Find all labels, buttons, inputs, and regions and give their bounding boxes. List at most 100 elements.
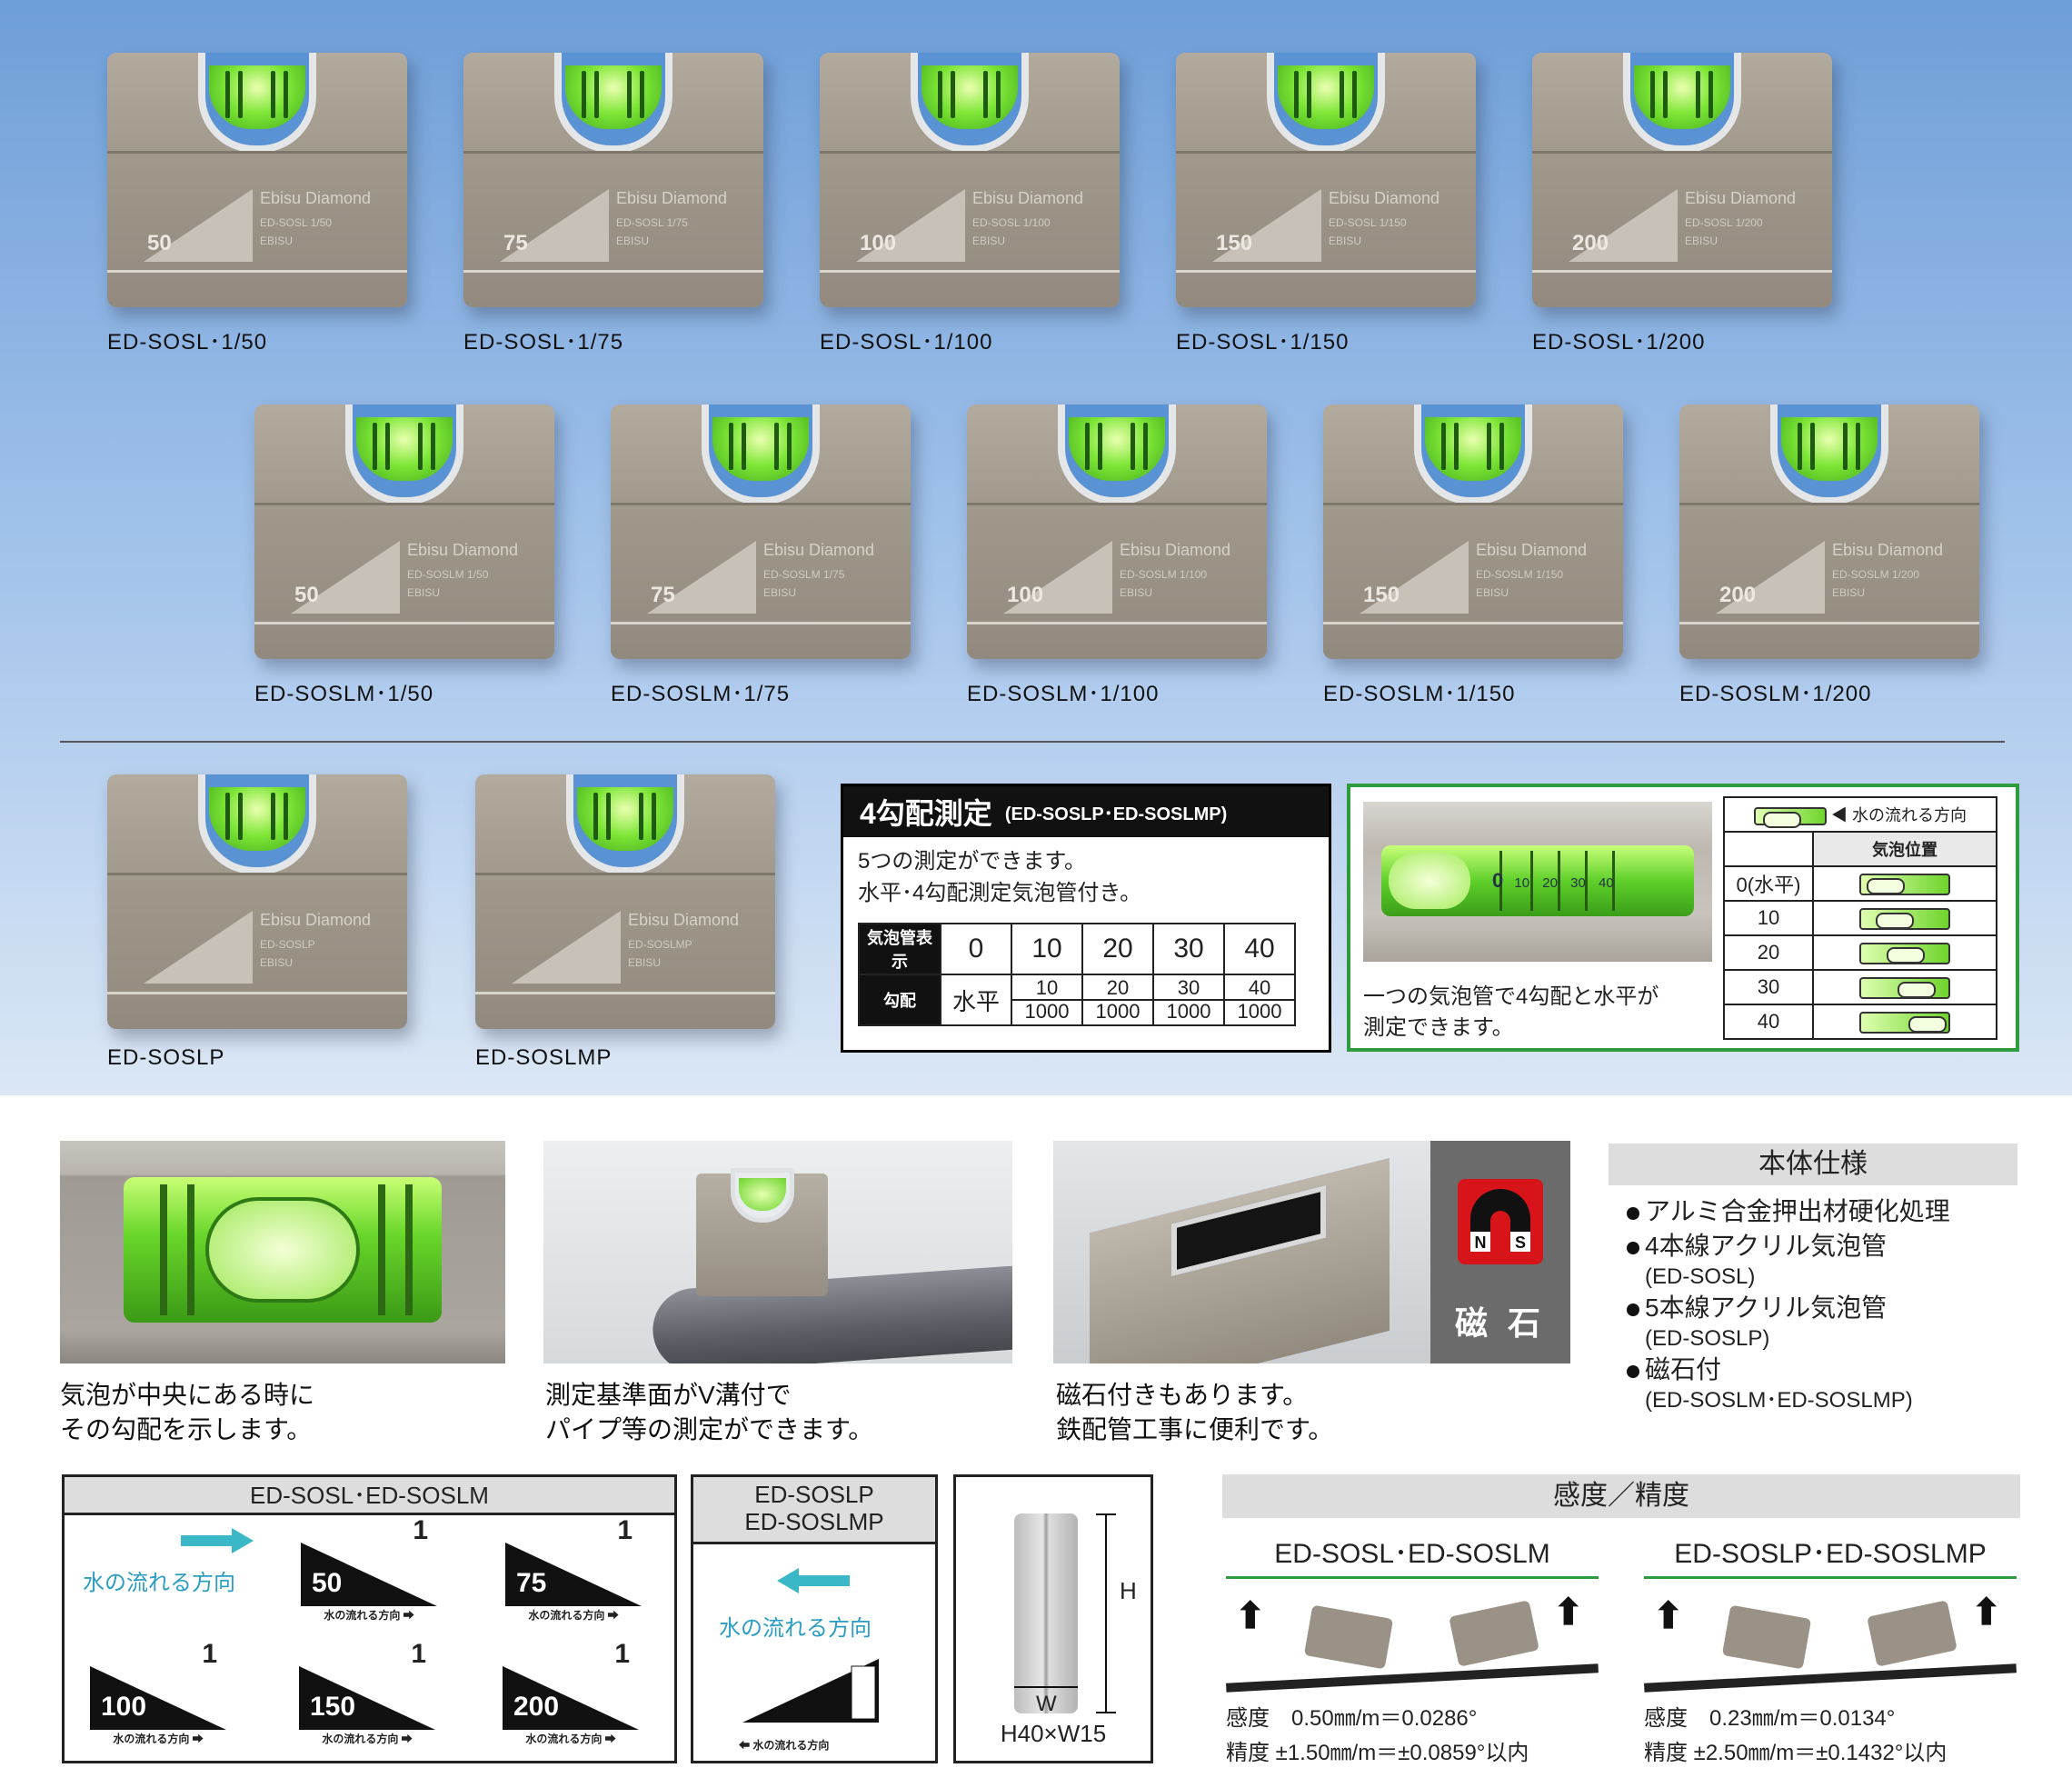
pipe-measurement-photo (543, 1141, 1012, 1363)
photo-caption-2: 測定基準面がV溝付でパイプ等の測定ができます。 (545, 1381, 874, 1443)
vial-caption-line-1: 一つの気泡管で4勾配と水平が (1363, 984, 1659, 1009)
dimension-text: H40×W15 (1000, 1720, 1107, 1747)
sensitivity-value: 感度 0.50㎜/m＝0.0286° (1226, 1706, 1478, 1731)
position-header: 気泡位置 (1812, 831, 1997, 867)
accuracy-col-2: ED-SOSLP･ED-SOSLMP ⬆ ⬆ 感度 0.23㎜/m＝0.0134… (1644, 1531, 2017, 1768)
brand-text: Ebisu Diamond (763, 541, 875, 559)
model-text: ED-SOSL 1/150 (1329, 216, 1407, 229)
profile-bar (1014, 1513, 1078, 1713)
mark-cell: 30 (1152, 923, 1225, 975)
brand-text: Ebisu Diamond (628, 911, 740, 929)
grade-number: 75 (503, 231, 528, 255)
four-grade-title: 4勾配測定 (860, 797, 992, 830)
product-label: ED-SOSL･1/50 (107, 330, 268, 355)
bubble-position-table: ◀ 水の流れる方向 気泡位置 0(水平) 10 20 30 40 (1723, 796, 1997, 1040)
brand-text: Ebisu Diamond (1832, 541, 1944, 559)
magnet-underside-photo (1053, 1141, 1444, 1363)
maker-text: EBISU (763, 586, 797, 599)
mark-cell: 40 (1223, 923, 1296, 975)
grade-triangle-icon (742, 1659, 879, 1723)
maker-text: EBISU (972, 235, 1006, 247)
product-label: ED-SOSLM･1/50 (254, 682, 434, 706)
vial-mark-header: 気泡管表示 (858, 923, 941, 975)
section-divider (60, 741, 2005, 743)
bubble-closeup-photo (60, 1141, 505, 1363)
model-text: ED-SOSLMP (628, 938, 692, 951)
small-flow-label: 水の流れる方向 ➡ (324, 1609, 414, 1622)
model-text: ED-SOSL 1/100 (972, 216, 1051, 229)
maker-text: EBISU (407, 586, 441, 599)
precision-value: 精度 ±2.50㎜/m＝±0.1432°以内 (1644, 1741, 1947, 1765)
small-flow-label: 水の流れる方向 ➡ (113, 1733, 204, 1745)
level-cell: 水平 (940, 974, 1012, 1026)
four-grade-line-1: 5つの測定ができます。 (858, 849, 1086, 874)
four-grade-box: 4勾配測定 (ED-SOSLP･ED-SOSLMP) 5つの測定ができます。 水… (841, 784, 1331, 1053)
product-label: ED-SOSLM･1/200 (1679, 682, 1872, 706)
grade-number: 75 (651, 583, 675, 607)
maker-text: EBISU (628, 956, 662, 969)
vial-scale-mark: 20 (1542, 875, 1558, 891)
four-grade-subtitle: (ED-SOSLP･ED-SOSLMP) (1004, 804, 1228, 824)
photo-caption-3: 磁石付きもあります。鉄配管工事に便利です。 (1056, 1381, 1334, 1443)
model-text: ED-SOSLP (260, 938, 315, 951)
small-flow-label: 水の流れる方向 ➡ (322, 1733, 413, 1745)
small-flow-label: 水の流れる方向 ➡ (528, 1609, 619, 1622)
product-label: ED-SOSLP (107, 1045, 225, 1070)
accuracy-col-title: ED-SOSL･ED-SOSLM (1226, 1531, 1599, 1579)
vial-scale-mark: 40 (1599, 875, 1614, 891)
vial-photo: 0 10 20 30 40 (1363, 802, 1712, 962)
flow-direction-label: 水の流れる方向 (83, 1571, 235, 1595)
brand-text: Ebisu Diamond (1120, 541, 1231, 559)
brand-text: Ebisu Diamond (260, 911, 372, 929)
product-label: ED-SOSL･1/75 (463, 330, 624, 355)
width-label: W (1036, 1692, 1057, 1716)
maker-text: EBISU (616, 235, 650, 247)
grade-number: 100 (1007, 583, 1044, 607)
body-spec: 本体仕様 アルミ合金押出材硬化処理 4本線アクリル気泡管(ED-SOSL) 5本… (1609, 1144, 2017, 1414)
vial-position-box: 0 10 20 30 40 一つの気泡管で4勾配と水平が 測定できます。 ◀ 水… (1347, 784, 2019, 1052)
sensitivity-accuracy: 感度／精度 ED-SOSL･ED-SOSLM ⬆ ⬆ 感度 0.50㎜/m＝0.… (1222, 1474, 2020, 1765)
grade-number: 100 (860, 231, 897, 255)
maker-text: EBISU (1832, 586, 1866, 599)
grade-value: 75 (516, 1568, 547, 1598)
magnet-badge: N S 磁 石 (1430, 1141, 1570, 1363)
grade-value: 100 (101, 1692, 147, 1722)
dimension-box: H W H40×W15 (953, 1474, 1153, 1763)
model-text: ED-SOSL 1/50 (260, 216, 332, 229)
spec-title: 本体仕様 (1609, 1144, 2017, 1185)
vial-scale-mark: 10 (1514, 875, 1530, 891)
spec-item: 5本線アクリル気泡管(ED-SOSLP) (1627, 1291, 2017, 1353)
grade-value: 150 (310, 1692, 356, 1722)
model-text: ED-SOSL 1/200 (1685, 216, 1763, 229)
position-row-label: 0(水平) (1723, 865, 1814, 902)
tilt-illustration: ⬆ ⬆ (1226, 1592, 1599, 1701)
mark-cell: 20 (1081, 923, 1154, 975)
product-label: ED-SOSLM･1/75 (611, 682, 791, 706)
vial-scale-mark: 30 (1570, 875, 1586, 891)
